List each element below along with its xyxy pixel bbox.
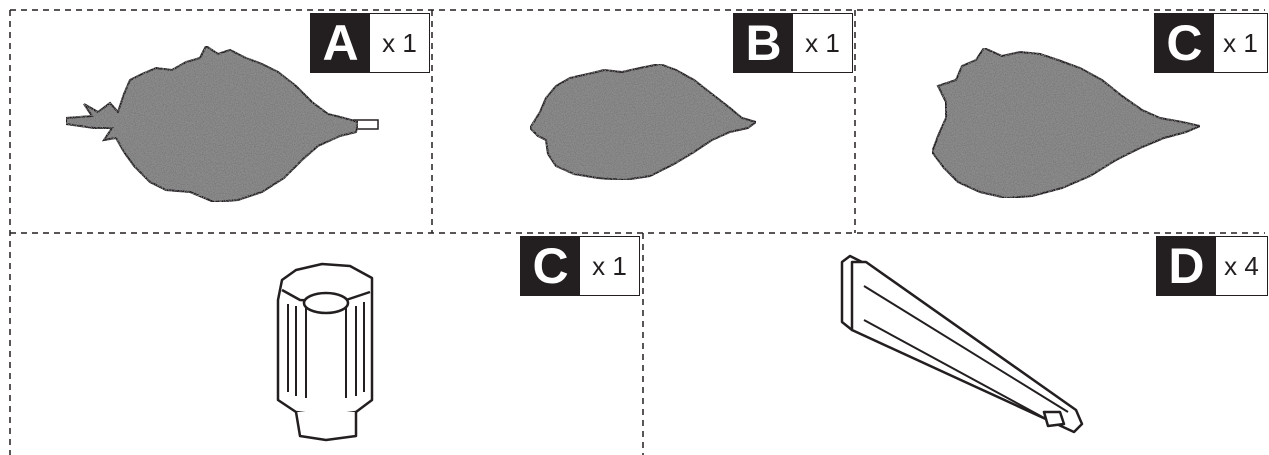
label-part-a: A x 1 <box>310 13 430 73</box>
part-quantity: x 4 <box>1224 251 1259 281</box>
label-part-c-branch: C x 1 <box>1154 13 1268 73</box>
part-quantity: x 1 <box>805 28 840 58</box>
part-c-branch-drawing <box>930 46 1204 200</box>
part-letter: B <box>734 14 793 72</box>
part-quantity: x 1 <box>382 28 417 58</box>
part-letter: C <box>1155 14 1214 72</box>
label-part-c-connector: C x 1 <box>520 236 640 296</box>
part-d-bracket-drawing <box>840 254 1084 434</box>
part-a-branch-drawing <box>65 44 379 204</box>
part-quantity: x 1 <box>592 251 627 281</box>
part-letter: C <box>521 237 580 295</box>
part-b-branch-drawing <box>528 62 759 182</box>
label-part-d: D x 4 <box>1156 236 1268 296</box>
label-part-b: B x 1 <box>733 13 853 73</box>
part-quantity: x 1 <box>1223 28 1258 58</box>
part-letter: A <box>311 14 370 72</box>
dashed-grid <box>9 9 1265 455</box>
part-letter: D <box>1157 237 1216 295</box>
part-c-connector-drawing <box>276 262 374 442</box>
